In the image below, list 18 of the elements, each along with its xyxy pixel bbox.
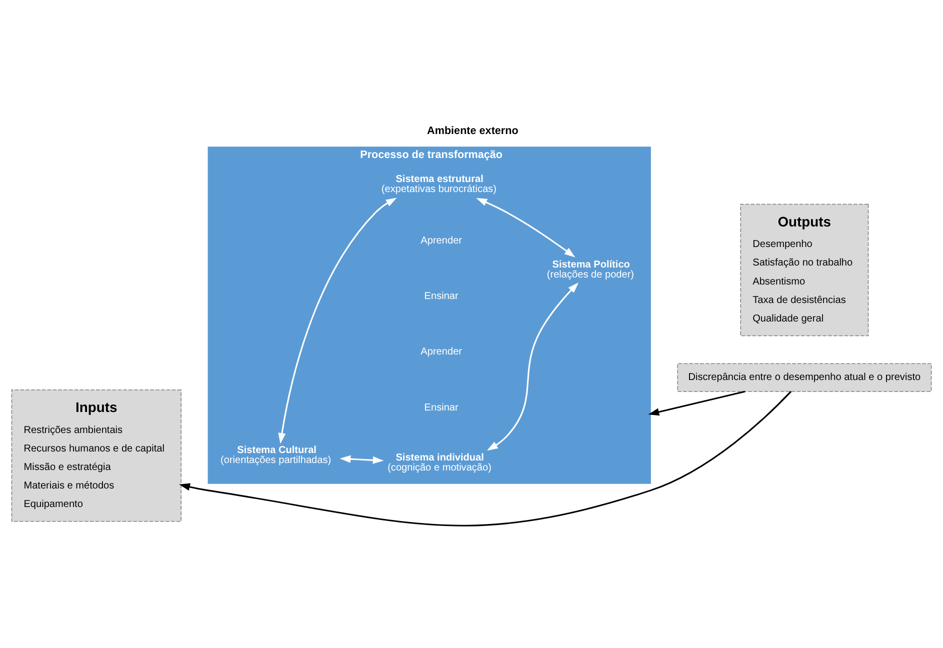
arrow bbox=[278, 197, 397, 444]
arrow bbox=[648, 390, 746, 416]
arrow bbox=[486, 282, 579, 450]
node-text: Sistema Político (relações de poder) bbox=[546, 258, 634, 280]
arrow bbox=[476, 197, 576, 257]
diagram-title: Ambiente externo bbox=[427, 124, 518, 137]
label: Aprender bbox=[420, 346, 462, 358]
node-text: Sistema Cultural (orientações partilhadas) bbox=[220, 444, 332, 466]
node-box: Discrepância entre o desempenho atual e o previsto bbox=[677, 362, 932, 392]
node-box: Inputs Restrições ambientais Recursos humanos e de capital Missão e estratégia Materiais e métodos Equipamento bbox=[11, 389, 182, 522]
node-text: Sistema individual (cognição e motivação) bbox=[388, 452, 492, 474]
arrow bbox=[340, 454, 384, 464]
node-text: Sistema estrutural (expetativas burocráticas) bbox=[381, 174, 496, 195]
label: Aprender bbox=[420, 234, 462, 246]
label: Ensinar bbox=[424, 402, 458, 413]
label: Ensinar bbox=[424, 290, 458, 302]
node-box: Outputs Desempenho Satisfação no trabalho Absentismo Taxa de desistências Qualidade geral bbox=[740, 203, 869, 336]
arrow bbox=[179, 390, 792, 526]
